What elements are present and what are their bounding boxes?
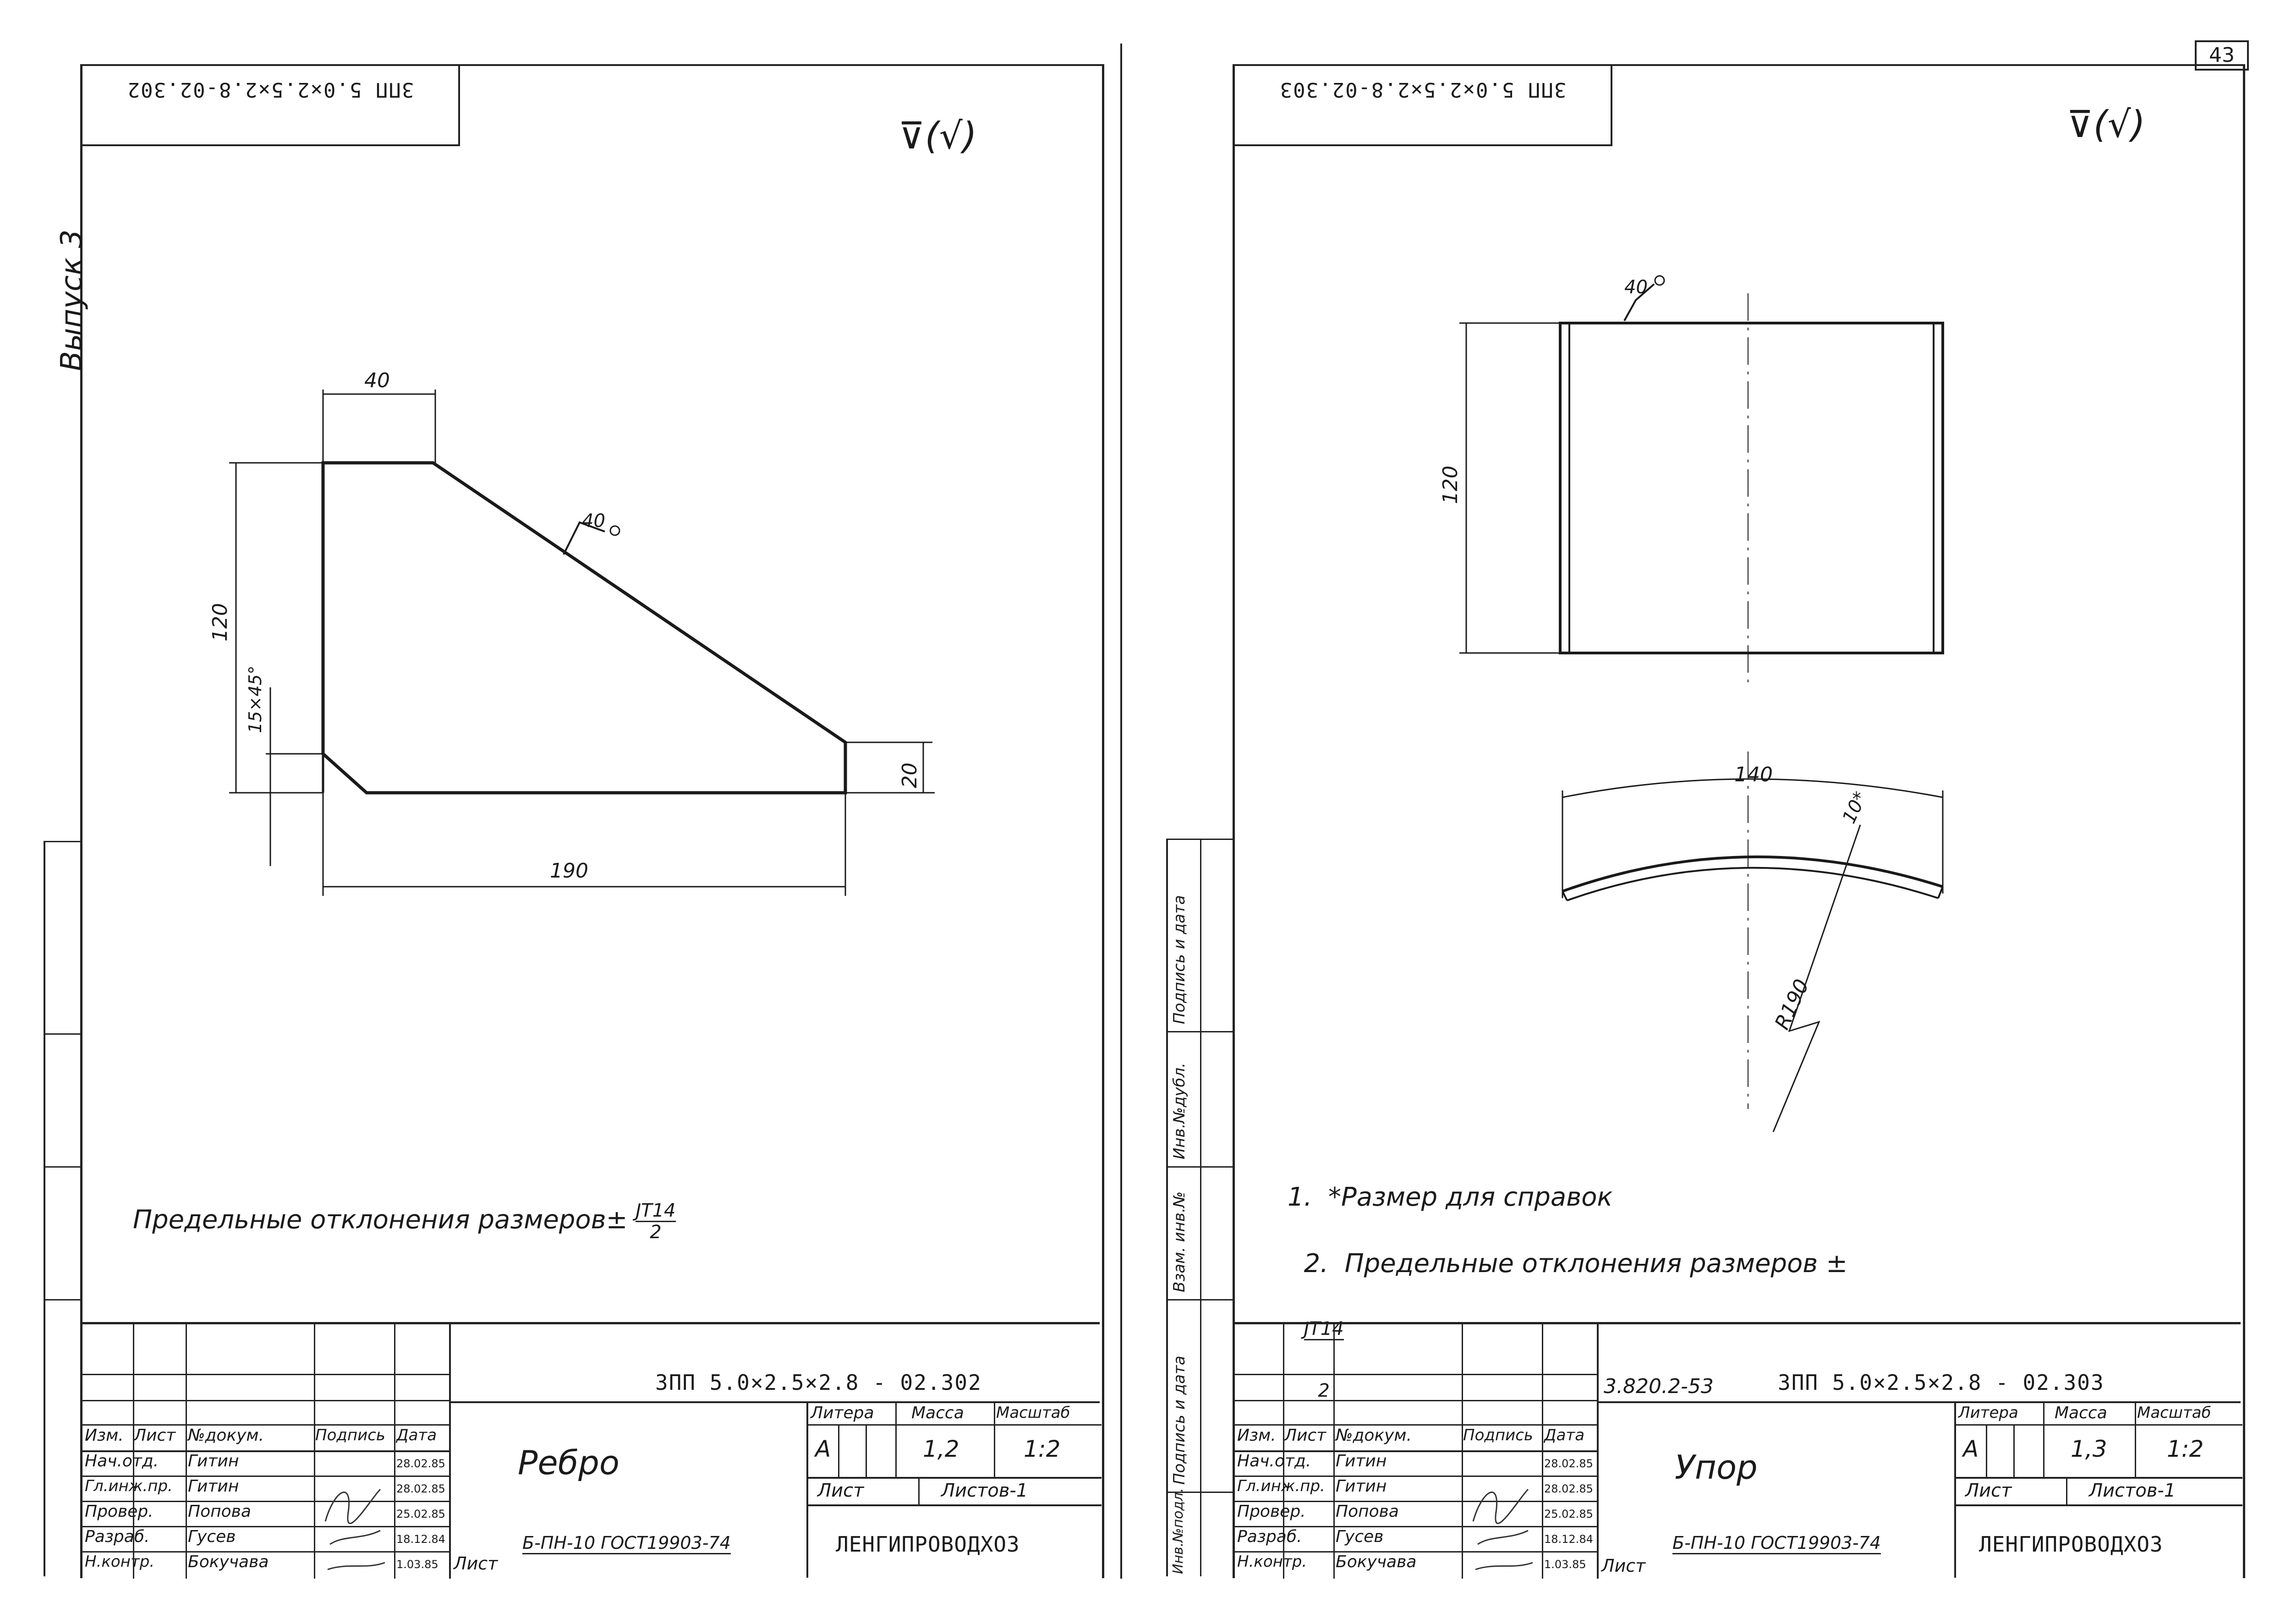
left-part-drawing: 40 120 15×45° 20 190 40 — [208, 369, 935, 896]
dim-top-40: 40 — [364, 369, 390, 392]
right-signature-grid: Изм. Лист №докум. Подпись Дата Нач.отд. … — [1235, 1324, 1599, 1579]
hdr-date: Дата — [396, 1426, 437, 1444]
left-side-strip — [44, 841, 82, 1576]
left-signature-grid: Изм. Лист №докум. Подпись Дата Нач.отд. … — [82, 1324, 451, 1579]
left-org: ЛЕНГИПРОВОДХОЗ — [836, 1532, 1020, 1557]
right-note-1: 1. *Размер для справок — [1288, 1182, 1613, 1212]
left-tolerance-note: Предельные отклонения размеров± JT14 2 — [133, 1200, 676, 1243]
left-part-name: Ребро — [518, 1443, 619, 1482]
dim-height-120: 120 — [208, 603, 232, 642]
hdr-list: Лист — [134, 1426, 176, 1445]
dim-height-120-right: 120 — [1439, 466, 1462, 504]
dim-width-140: 140 — [1734, 763, 1773, 786]
right-series: 3.820.2-53 — [1604, 1375, 1714, 1398]
right-part-drawing: 120 40 140 10* R190 — [1439, 275, 1944, 1132]
roughness-check-icon: ⊽ — [898, 115, 925, 157]
roughness-value-right: 40 — [1624, 277, 1648, 298]
right-material: Б-ПН-10 ГОСТ19903-74 — [1672, 1533, 1881, 1554]
hdr-doc: №докум. — [188, 1426, 264, 1445]
roughness-check-icon: ⊽ — [2066, 103, 2094, 146]
right-org: ЛЕНГИПРОВОДХОЗ — [1979, 1532, 2163, 1557]
left-sheet-frame — [80, 64, 1104, 1578]
right-top-stamp: ЗПП 5.0×2.5×2.8-02.303 — [1235, 64, 1612, 146]
hdr-izm: Изм. — [85, 1426, 124, 1445]
left-signature-scribble — [324, 1488, 385, 1570]
right-props-grid: Литера Масса Масштаб А 1,3 1:2 Лист Лист… — [1954, 1401, 2242, 1578]
dim-thickness-10: 10* — [1838, 789, 1871, 827]
page-number-box: 43 — [2195, 40, 2249, 71]
roughness-value: 40 — [582, 510, 605, 532]
page-number: 43 — [2209, 44, 2235, 67]
dim-radius-190: R190 — [1770, 976, 1814, 1033]
left-title-code: ЗПП 5.0×2.5×2.8 - 02.302 — [655, 1370, 982, 1395]
stop-plate-rect — [1559, 322, 1944, 654]
right-signature-scribble — [1472, 1488, 1533, 1570]
right-title-block: Изм. Лист №докум. Подпись Дата Нач.отд. … — [1235, 1322, 2242, 1579]
left-material: Б-ПН-10 ГОСТ19903-74 — [522, 1533, 731, 1554]
right-sheet-frame — [1233, 64, 2245, 1578]
left-props-grid: Литера Масса Масштаб А 1,2 1:2 Лист Лист… — [806, 1401, 1102, 1578]
left-top-stamp: ЗПП 5.0×2.5×2.8-02.302 — [82, 64, 460, 146]
hdr-sign: Подпись — [315, 1426, 385, 1444]
side-label-5: Инв.№подл. — [1170, 1488, 1186, 1574]
side-label-3: Взам. инв.№ — [1170, 1191, 1189, 1292]
dim-right-20: 20 — [898, 763, 921, 788]
left-title-block: Изм. Лист №докум. Подпись Дата Нач.отд. … — [82, 1322, 1102, 1579]
right-side-strip: Подпись и дата Инв.№дубл. Взам. инв.№ По… — [1166, 839, 1234, 1576]
dim-chamfer: 15×45° — [245, 665, 265, 733]
left-roughness: ⊽(√) — [898, 115, 977, 157]
dim-bottom-190: 190 — [550, 859, 588, 883]
right-roughness: ⊽(√) — [2066, 103, 2145, 146]
right-title-code: ЗПП 5.0×2.5×2.8 - 02.303 — [1778, 1370, 2105, 1395]
sheet-separator — [1120, 44, 1122, 1579]
right-part-name: Упор — [1675, 1448, 1758, 1487]
side-label-4: Подпись и дата — [1170, 1355, 1189, 1485]
